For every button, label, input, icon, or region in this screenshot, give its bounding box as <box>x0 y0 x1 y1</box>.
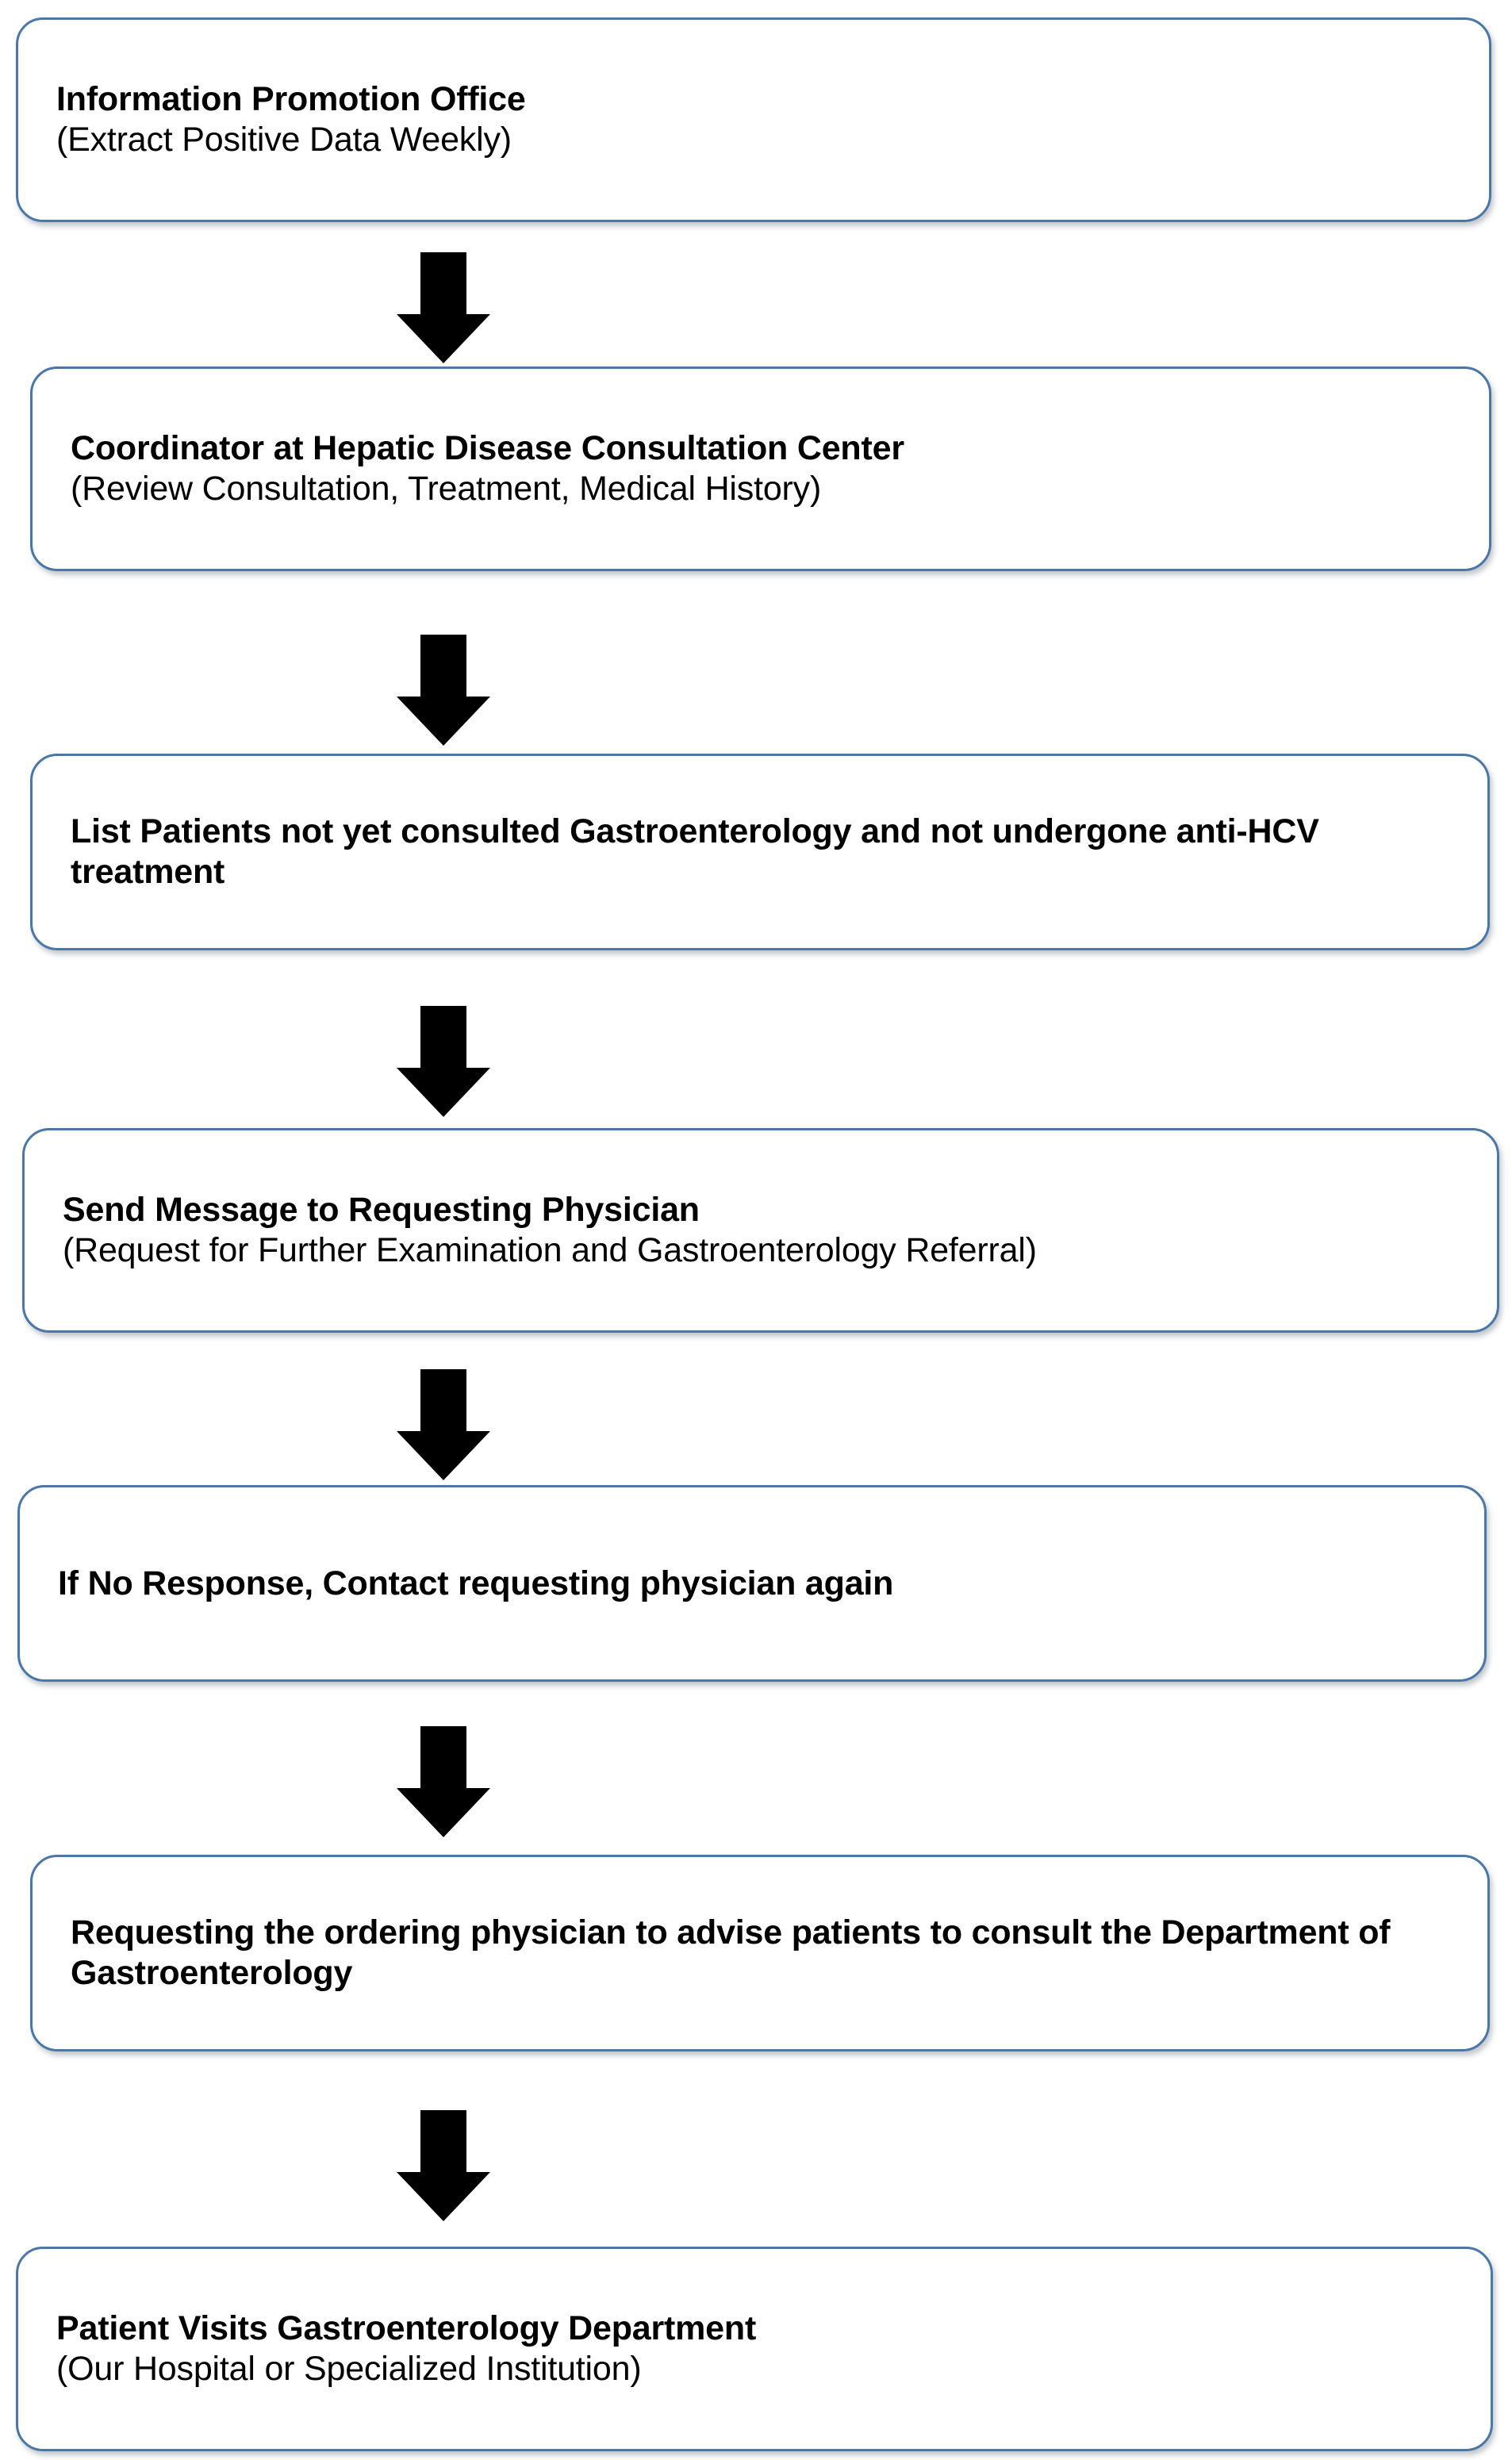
flow-node-list-patients-not-yet-consulted[interactable]: List Patients not yet consulted Gastroen… <box>30 754 1490 950</box>
down-arrow-icon <box>397 1006 490 1117</box>
flow-node-5-primary-text: If No Response, Contact requesting physi… <box>58 1564 894 1602</box>
flow-node-send-message-to-requesting-physician[interactable]: Send Message to Requesting Physician (Re… <box>22 1128 1499 1333</box>
flow-node-7-secondary-text: (Our Hospital or Specialized Institution… <box>56 2350 642 2388</box>
flow-node-3-primary-text: List Patients not yet consulted Gastroen… <box>71 812 1319 891</box>
flow-node-requesting-ordering-physician-advise-patients[interactable]: Requesting the ordering physician to adv… <box>30 1855 1490 2051</box>
flow-node-7-primary-text: Patient Visits Gastroenterology Departme… <box>56 2309 757 2348</box>
flow-node-4-secondary-text: (Request for Further Examination and Gas… <box>63 1231 1037 1269</box>
down-arrow-icon <box>397 1726 490 1837</box>
flow-node-coordinator-hepatic-disease-consultation-center[interactable]: Coordinator at Hepatic Disease Consultat… <box>30 367 1491 571</box>
flow-node-1-secondary-text: (Extract Positive Data Weekly) <box>56 121 512 159</box>
flow-node-information-promotion-office[interactable]: Information Promotion Office (Extract Po… <box>16 17 1491 222</box>
down-arrow-icon <box>397 2110 490 2221</box>
flow-node-if-no-response-contact-again[interactable]: If No Response, Contact requesting physi… <box>17 1485 1487 1682</box>
down-arrow-icon <box>397 1369 490 1480</box>
down-arrow-icon <box>397 635 490 746</box>
down-arrow-icon <box>397 252 490 363</box>
flow-node-2-primary-text: Coordinator at Hepatic Disease Consultat… <box>71 429 904 468</box>
flow-node-patient-visits-gastroenterology-department[interactable]: Patient Visits Gastroenterology Departme… <box>16 2247 1493 2451</box>
flow-node-6-primary-text: Requesting the ordering physician to adv… <box>71 1913 1391 1992</box>
flow-node-2-secondary-text: (Review Consultation, Treatment, Medical… <box>71 470 822 508</box>
flow-node-1-primary-text: Information Promotion Office <box>56 80 526 119</box>
flow-node-4-primary-text: Send Message to Requesting Physician <box>63 1191 700 1230</box>
